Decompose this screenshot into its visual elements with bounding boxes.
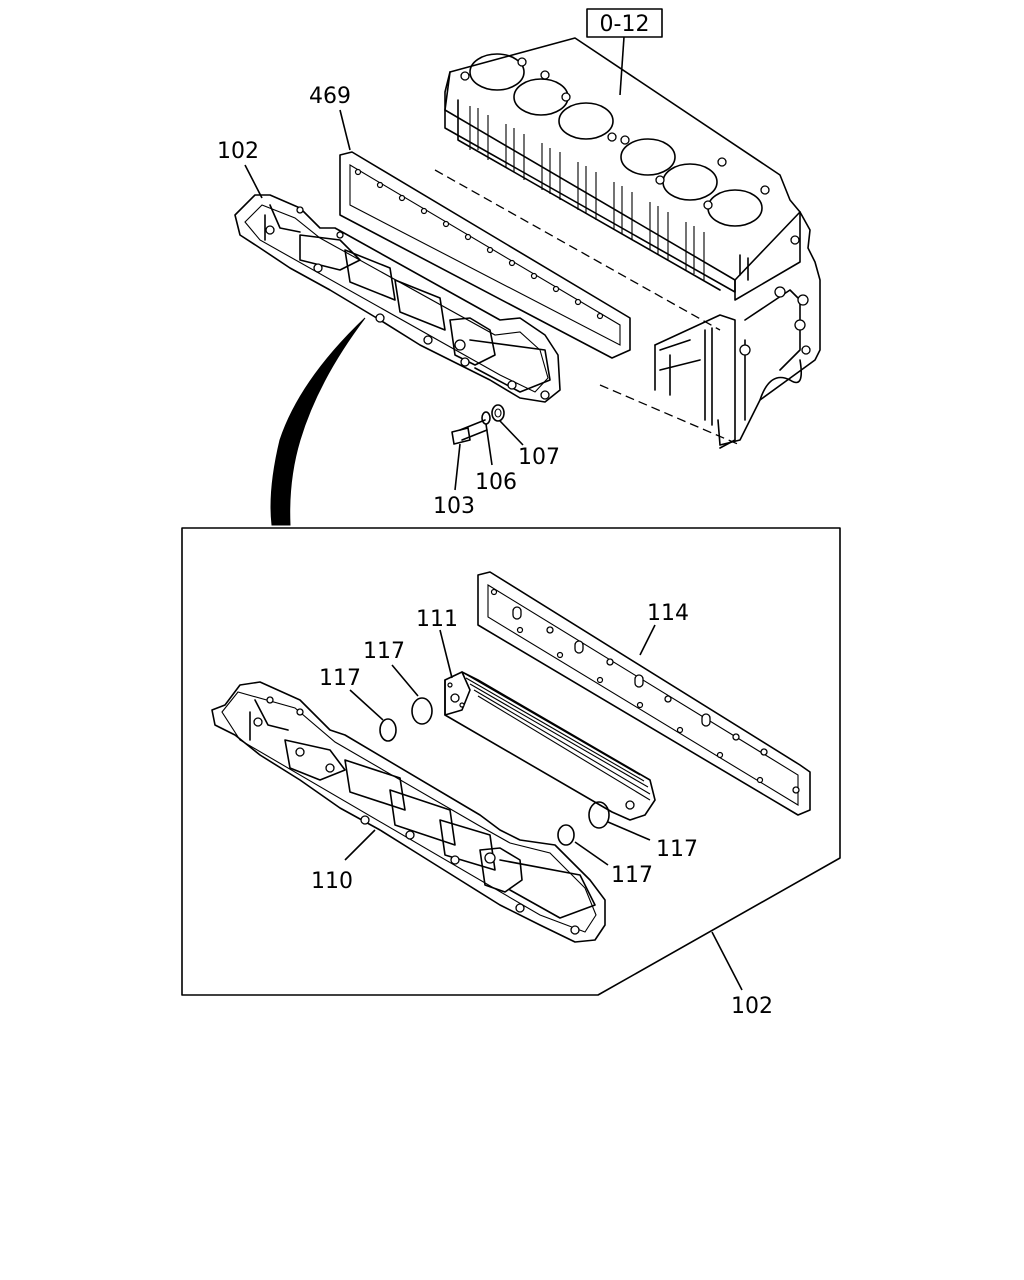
callout-102-top: 102 <box>217 139 259 164</box>
o-ring-117-b <box>379 718 397 742</box>
washer-107 <box>491 404 505 422</box>
detail-arrow <box>270 317 366 526</box>
callout-114: 114 <box>647 601 689 626</box>
o-ring-117-c <box>588 801 610 829</box>
o-ring-117-d <box>557 824 575 846</box>
cylinder-block <box>434 37 821 449</box>
callout-103: 103 <box>433 494 475 519</box>
callout-117-d: 117 <box>611 863 653 888</box>
callout-117-a: 117 <box>363 639 405 664</box>
callout-102-bottom: 102 <box>731 994 773 1019</box>
callout-117-c: 117 <box>656 837 698 862</box>
o-ring-117-a <box>411 697 433 725</box>
gasket-469 <box>339 151 631 359</box>
washer-106 <box>481 411 491 425</box>
reference-box-label: 0-12 <box>600 12 650 37</box>
callout-110: 110 <box>311 869 353 894</box>
reference-box <box>586 8 663 38</box>
bolt-103 <box>451 419 488 445</box>
callout-117-b: 117 <box>319 666 361 691</box>
cooler-element-111 <box>444 671 656 821</box>
callout-106: 106 <box>475 470 517 495</box>
callout-111: 111 <box>416 607 458 632</box>
callout-107: 107 <box>518 445 560 470</box>
gasket-114 <box>477 571 811 816</box>
cover-110 <box>211 681 606 943</box>
callout-469: 469 <box>309 84 351 109</box>
detail-inset-frame <box>181 527 841 996</box>
oil-cooler-assembly-top <box>234 194 561 403</box>
